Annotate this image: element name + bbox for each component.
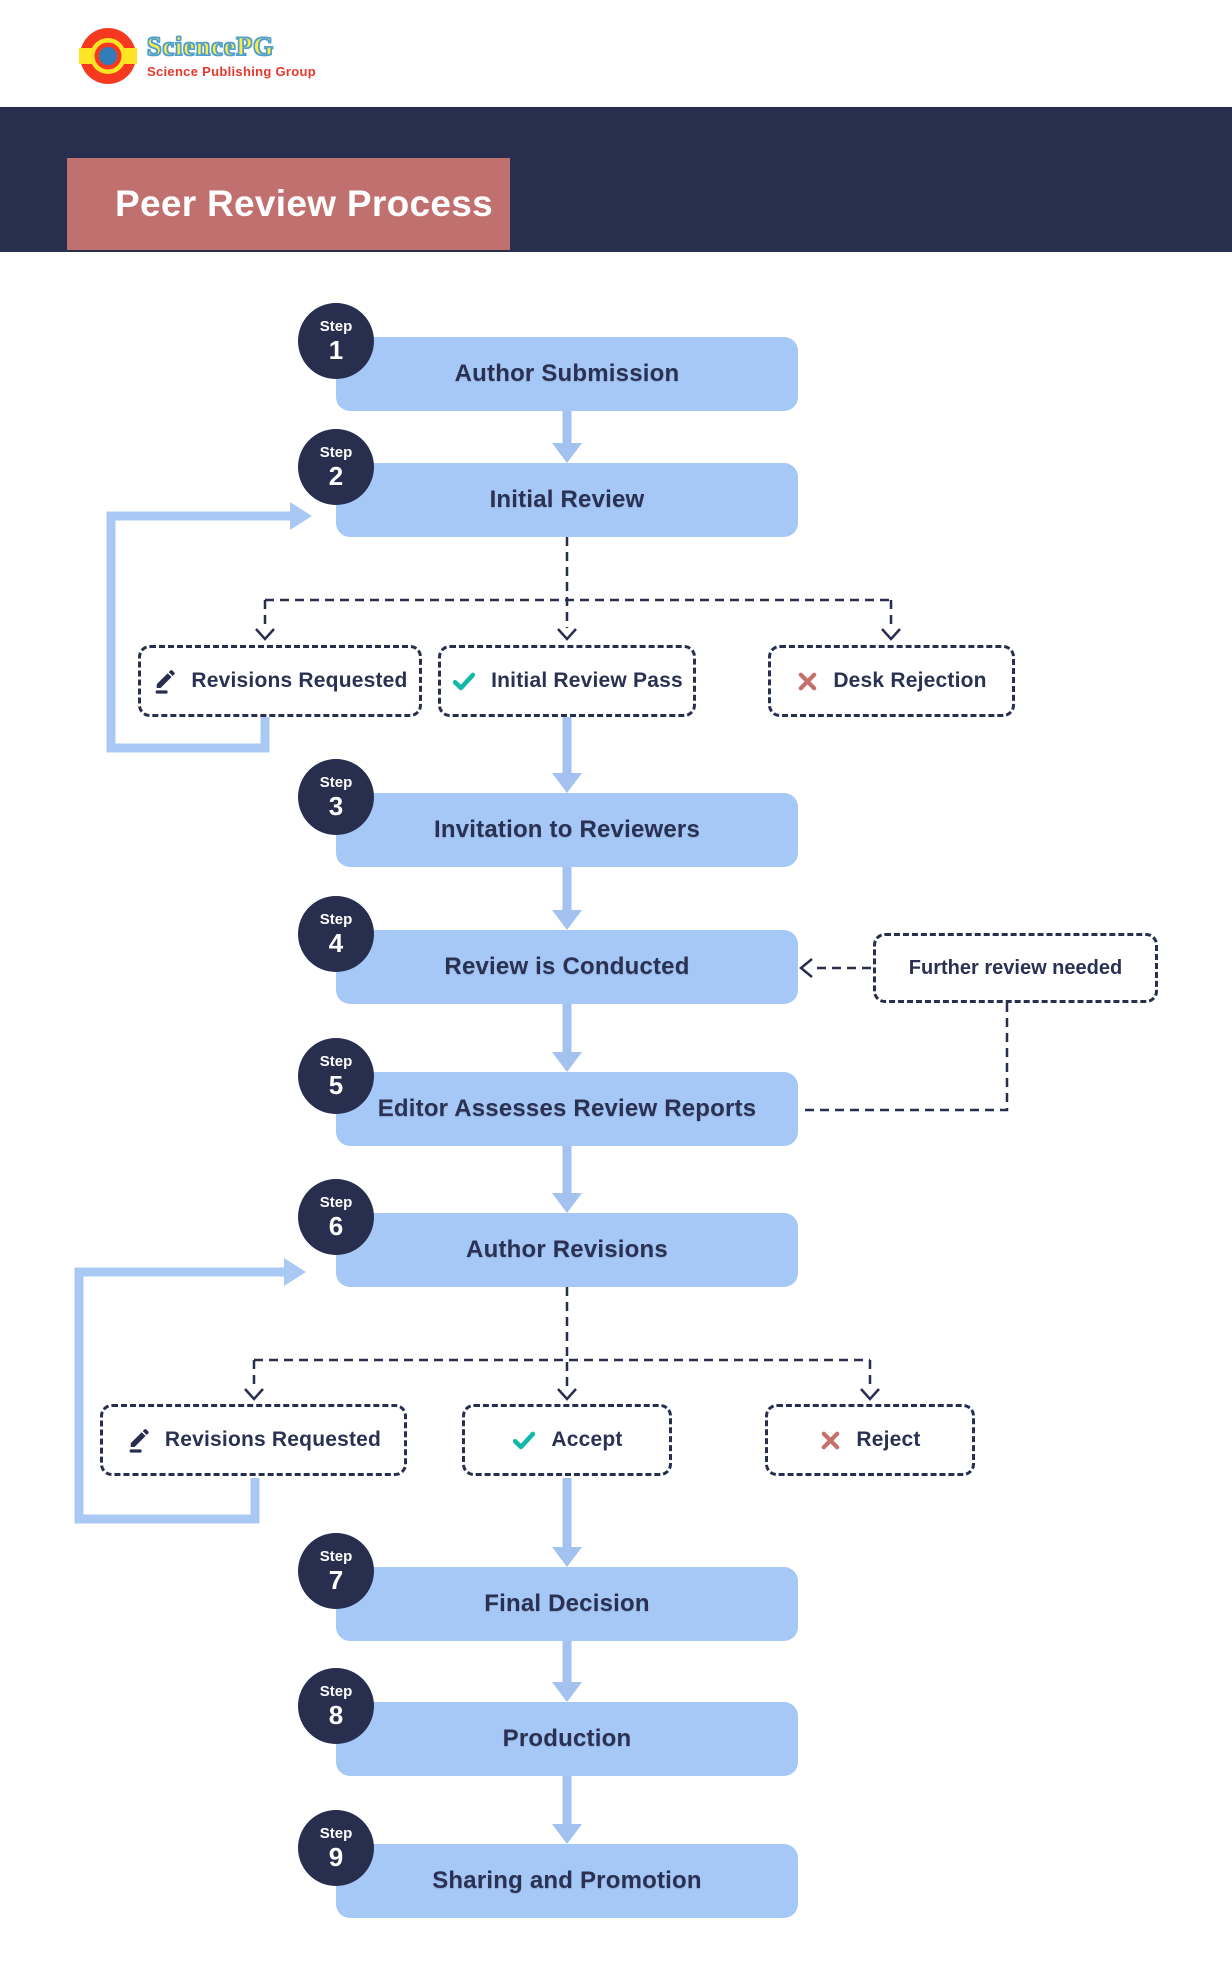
step-3-number: 3 bbox=[328, 791, 344, 821]
step-5-number: 5 bbox=[328, 1070, 344, 1100]
step-6-title: Author Revisions bbox=[466, 1236, 668, 1263]
step-8-title: Production bbox=[502, 1725, 632, 1752]
chevron-left-icon bbox=[799, 958, 813, 978]
outcome-revisions-requested-initial: Revisions Requested bbox=[138, 645, 422, 717]
step-2-label: Step bbox=[319, 444, 353, 461]
loop1-arrowhead bbox=[290, 502, 312, 530]
brand-name: SciencePG bbox=[146, 31, 275, 61]
outcome-label: Revisions Requested bbox=[164, 1428, 382, 1451]
step-6-label: Step bbox=[319, 1194, 353, 1211]
step-1-number: 1 bbox=[328, 335, 344, 365]
step-box-author-revisions: Author Revisions bbox=[336, 1213, 798, 1287]
outcome-label: Initial Review Pass bbox=[491, 669, 683, 692]
check-icon bbox=[452, 672, 476, 691]
logo-text: SciencePG Science Publishing Group bbox=[146, 31, 317, 79]
outcome-label: Desk Rejection bbox=[833, 669, 987, 692]
step-1-title: Author Submission bbox=[454, 360, 680, 387]
step-box-initial-review: Initial Review bbox=[336, 463, 798, 537]
outcome-initial-review-pass: Initial Review Pass bbox=[438, 645, 696, 717]
arrowhead-accept-step7 bbox=[552, 1547, 582, 1567]
outcome-accept: Accept bbox=[462, 1404, 672, 1476]
arrowhead-step5-step6 bbox=[552, 1193, 582, 1213]
step-box-author-submission: Author Submission bbox=[336, 337, 798, 411]
step-7-label: Step bbox=[319, 1548, 353, 1565]
further-review-needed-box: Further review needed bbox=[873, 933, 1158, 1003]
side-note-label: Further review needed bbox=[908, 956, 1123, 979]
chevron-down-icon bbox=[557, 1388, 577, 1401]
loop-revisions-to-author-revisions bbox=[74, 1267, 284, 1524]
title-box: Peer Review Process bbox=[67, 158, 510, 250]
step-3-title: Invitation to Reviewers bbox=[434, 816, 700, 843]
arrowhead-step4-step5 bbox=[552, 1052, 582, 1072]
step-box-review-is-conducted: Review is Conducted bbox=[336, 930, 798, 1004]
x-icon bbox=[798, 672, 817, 690]
step-2-title: Initial Review bbox=[489, 486, 645, 513]
step-9-number: 9 bbox=[328, 1842, 344, 1872]
outcome-label: Accept bbox=[551, 1428, 623, 1451]
step-box-sharing-and-promotion: Sharing and Promotion bbox=[336, 1844, 798, 1918]
step-box-invitation-to-reviewers: Invitation to Reviewers bbox=[336, 793, 798, 867]
arrowhead-step8-step9 bbox=[552, 1824, 582, 1844]
arrowhead-step3-step4 bbox=[552, 910, 582, 930]
chevron-down-icon bbox=[255, 628, 275, 641]
step-7-title: Final Decision bbox=[484, 1590, 650, 1617]
outcome-revisions-requested-final: Revisions Requested bbox=[100, 1404, 407, 1476]
arrowhead-step1-step2 bbox=[552, 443, 582, 463]
step-9-title: Sharing and Promotion bbox=[432, 1867, 702, 1894]
header: SciencePG Science Publishing Group bbox=[0, 0, 1232, 107]
arrowhead-pass-step3 bbox=[552, 773, 582, 793]
outcome-desk-rejection: Desk Rejection bbox=[768, 645, 1015, 717]
step-box-production: Production bbox=[336, 1702, 798, 1776]
step-box-final-decision: Final Decision bbox=[336, 1567, 798, 1641]
pencil-icon bbox=[129, 1428, 149, 1453]
step-7-number: 7 bbox=[328, 1565, 344, 1595]
loop2-arrowhead bbox=[284, 1258, 306, 1286]
outcome-reject: Reject bbox=[765, 1404, 975, 1476]
sciencepg-logo: SciencePG Science Publishing Group bbox=[79, 27, 316, 85]
step-4-number: 4 bbox=[328, 928, 344, 958]
arrowhead-step7-step8 bbox=[552, 1682, 582, 1702]
pencil-icon bbox=[156, 669, 176, 694]
check-icon bbox=[513, 1431, 536, 1450]
outcome-label: Reject bbox=[856, 1428, 921, 1451]
chevron-down-icon bbox=[860, 1388, 880, 1401]
step-4-title: Review is Conducted bbox=[444, 953, 690, 980]
step-1-label: Step bbox=[319, 318, 353, 335]
sciencepg-logo-icon bbox=[79, 28, 137, 84]
chevron-down-icon bbox=[557, 628, 577, 641]
step-5-label: Step bbox=[319, 1053, 353, 1070]
step-5-title: Editor Assesses Review Reports bbox=[377, 1095, 757, 1122]
step-box-editor-assesses-review-reports: Editor Assesses Review Reports bbox=[336, 1072, 798, 1146]
step-3-label: Step bbox=[319, 774, 353, 791]
step-8-label: Step bbox=[319, 1683, 353, 1700]
x-icon bbox=[822, 1431, 840, 1449]
dashed-editor-to-further-review bbox=[800, 1003, 1009, 1112]
chevron-down-icon bbox=[881, 628, 901, 641]
step-6-number: 6 bbox=[328, 1211, 344, 1241]
step-2-number: 2 bbox=[328, 461, 344, 491]
step-8-number: 8 bbox=[328, 1700, 344, 1730]
brand-tagline: Science Publishing Group bbox=[147, 63, 317, 79]
page-title: Peer Review Process bbox=[115, 183, 493, 224]
outcome-label: Revisions Requested bbox=[191, 669, 408, 692]
step-4-label: Step bbox=[319, 911, 353, 928]
chevron-down-icon bbox=[244, 1388, 264, 1401]
step-9-label: Step bbox=[319, 1825, 353, 1842]
